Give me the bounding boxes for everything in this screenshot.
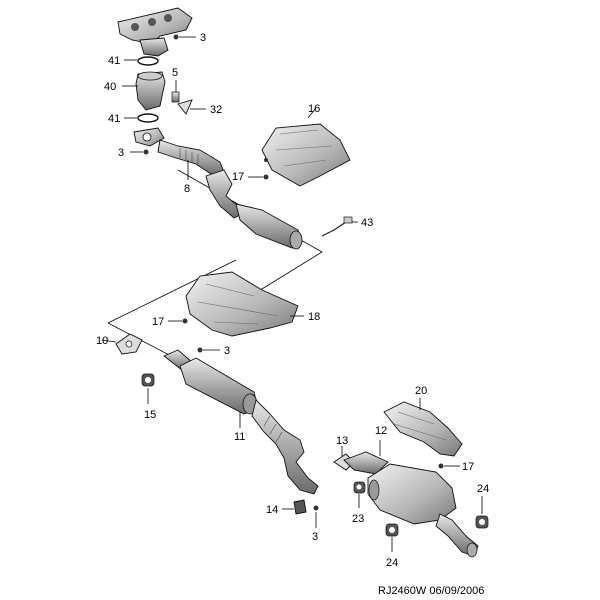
hanger-part-14	[282, 499, 307, 515]
label-part-23: 23	[352, 513, 364, 525]
label-part-15: 15	[144, 409, 156, 421]
label-part-3-center: 3	[224, 345, 230, 357]
gasket-part-10	[101, 333, 143, 355]
label-part-17-center: 17	[152, 316, 164, 328]
label-part-40: 40	[104, 81, 116, 93]
nut-part-17-rear	[438, 463, 460, 469]
label-part-10: 10	[96, 335, 108, 347]
center-muffler-upper	[235, 203, 303, 250]
catalytic-converter-part-40	[122, 71, 166, 111]
label-part-41-top: 41	[108, 55, 120, 67]
label-part-24-right: 24	[477, 483, 489, 495]
label-part-41-lower: 41	[108, 113, 120, 125]
label-part-17-rear: 17	[462, 461, 474, 473]
label-part-3-lower: 3	[312, 531, 318, 543]
nut-part-3-top	[173, 34, 196, 40]
label-part-5: 5	[172, 67, 178, 79]
label-part-12: 12	[375, 425, 387, 437]
rubber-hanger-part-24-bottom	[385, 523, 399, 552]
label-part-24-bottom: 24	[386, 557, 398, 569]
exhaust-manifold	[117, 7, 193, 57]
label-part-13: 13	[336, 435, 348, 447]
label-part-32: 32	[210, 104, 222, 116]
label-part-11: 11	[234, 431, 245, 443]
label-part-3-flange: 3	[118, 147, 124, 159]
label-part-8: 8	[184, 183, 190, 195]
label-part-3-top: 3	[200, 32, 206, 44]
oxygen-sensor-part-5	[171, 80, 180, 103]
bolt-part-3-flange	[130, 149, 149, 155]
rubber-hanger-part-23	[353, 481, 366, 508]
front-flange	[133, 127, 165, 147]
diagram-reference-code: RJ2460W 06/09/2006	[378, 585, 484, 597]
nut-part-17-upper	[248, 174, 269, 180]
heat-shield-part-16	[261, 107, 351, 187]
gasket-part-41-top	[124, 56, 159, 66]
label-part-20: 20	[415, 385, 427, 397]
label-part-14: 14	[266, 504, 278, 516]
heat-shield-part-18	[185, 271, 304, 337]
rubber-hanger-part-24-right	[475, 496, 489, 529]
front-pipe-part-8	[157, 139, 243, 219]
bolt-part-3-lower	[313, 505, 319, 528]
center-muffler-part-11	[163, 349, 319, 495]
rear-muffler-part-12	[343, 440, 479, 558]
bracket-part-32	[177, 99, 206, 115]
gasket-part-41-lower	[124, 113, 159, 123]
rubber-hanger-part-15	[141, 373, 155, 404]
group-divider-lower	[107, 259, 237, 324]
label-part-18: 18	[308, 311, 320, 323]
label-part-43: 43	[361, 217, 373, 229]
connector-part-43	[321, 216, 358, 237]
heat-shield-part-20	[383, 398, 463, 457]
label-part-17-upper: 17	[232, 171, 244, 183]
nut-part-17-center	[168, 318, 188, 324]
nut-part-3-center	[197, 347, 220, 353]
label-part-16: 16	[308, 103, 320, 115]
